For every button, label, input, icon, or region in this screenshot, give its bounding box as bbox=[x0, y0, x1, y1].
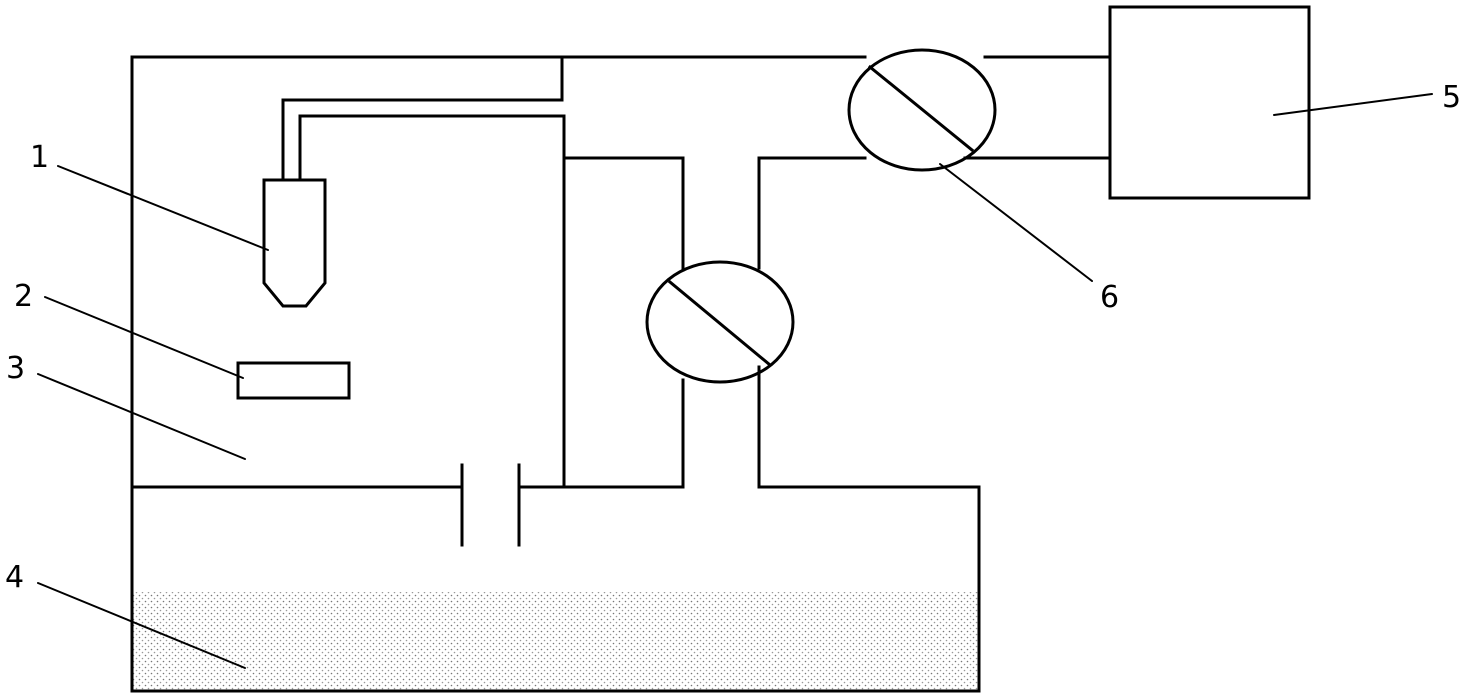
label-1: 1 bbox=[30, 140, 49, 175]
nozzle-body bbox=[262, 178, 327, 308]
leader-line-3 bbox=[37, 373, 246, 460]
lower-valve bbox=[645, 260, 795, 384]
main-vessel-outline bbox=[130, 55, 981, 693]
sample-plate bbox=[236, 361, 351, 400]
label-6: 6 bbox=[1100, 280, 1119, 315]
label-3: 3 bbox=[6, 351, 25, 386]
leader-line-5 bbox=[1273, 93, 1433, 116]
leader-line-4 bbox=[37, 582, 246, 669]
right-channel bbox=[757, 156, 867, 270]
nozzle-pipe-outer bbox=[281, 55, 564, 182]
label-4: 4 bbox=[5, 560, 24, 595]
upper-valve-disc bbox=[867, 64, 975, 153]
leader-line-6 bbox=[939, 163, 1093, 282]
leader-line-1 bbox=[57, 165, 269, 251]
chamber-floor-right bbox=[517, 378, 685, 489]
pump-box bbox=[1108, 5, 1311, 200]
upper-valve bbox=[847, 48, 997, 172]
nozzle-pipe-inner bbox=[298, 114, 566, 182]
leader-line-2 bbox=[44, 296, 244, 379]
inner-channel-top bbox=[562, 156, 685, 272]
label-5: 5 bbox=[1442, 80, 1461, 115]
liquid-fill bbox=[133, 592, 978, 690]
label-2: 2 bbox=[14, 279, 33, 314]
lower-valve-disc bbox=[667, 279, 773, 368]
